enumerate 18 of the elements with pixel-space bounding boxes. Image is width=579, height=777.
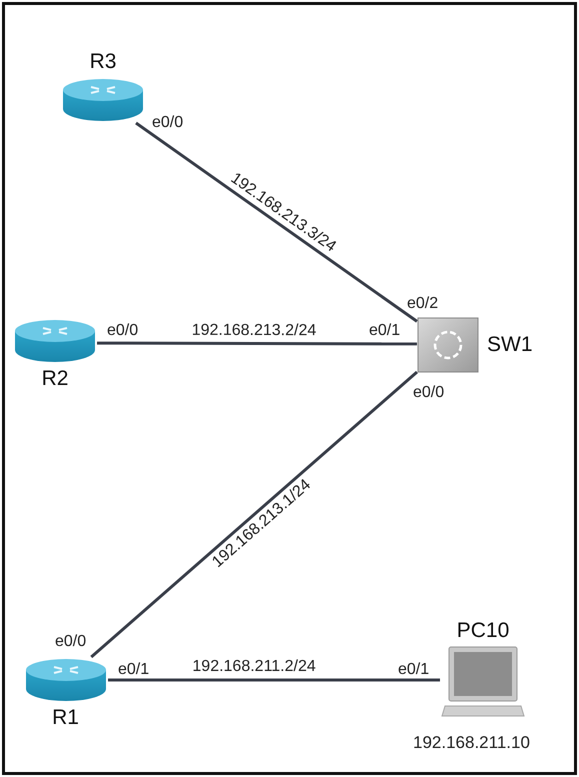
network-link — [97, 342, 417, 346]
interface-label: e0/0 — [413, 384, 444, 402]
ip-address-label: 192.168.211.10 — [413, 733, 530, 753]
interface-label: e0/1 — [369, 322, 400, 340]
network-link — [108, 678, 440, 682]
interface-label: e0/0 — [152, 114, 184, 132]
interface-label: e0/0 — [55, 633, 86, 651]
device-name: SW1 — [487, 333, 533, 357]
interface-label: e0/0 — [107, 322, 138, 340]
device-name: PC10 — [456, 619, 510, 643]
interface-label: e0/2 — [407, 295, 438, 313]
interface-label: e0/1 — [398, 661, 430, 679]
network-link — [135, 122, 418, 323]
device-name: R3 — [90, 50, 116, 74]
device-name: R1 — [52, 706, 79, 730]
network-link — [90, 370, 418, 658]
interface-label: e0/1 — [118, 661, 150, 679]
device-name: R2 — [42, 367, 68, 391]
